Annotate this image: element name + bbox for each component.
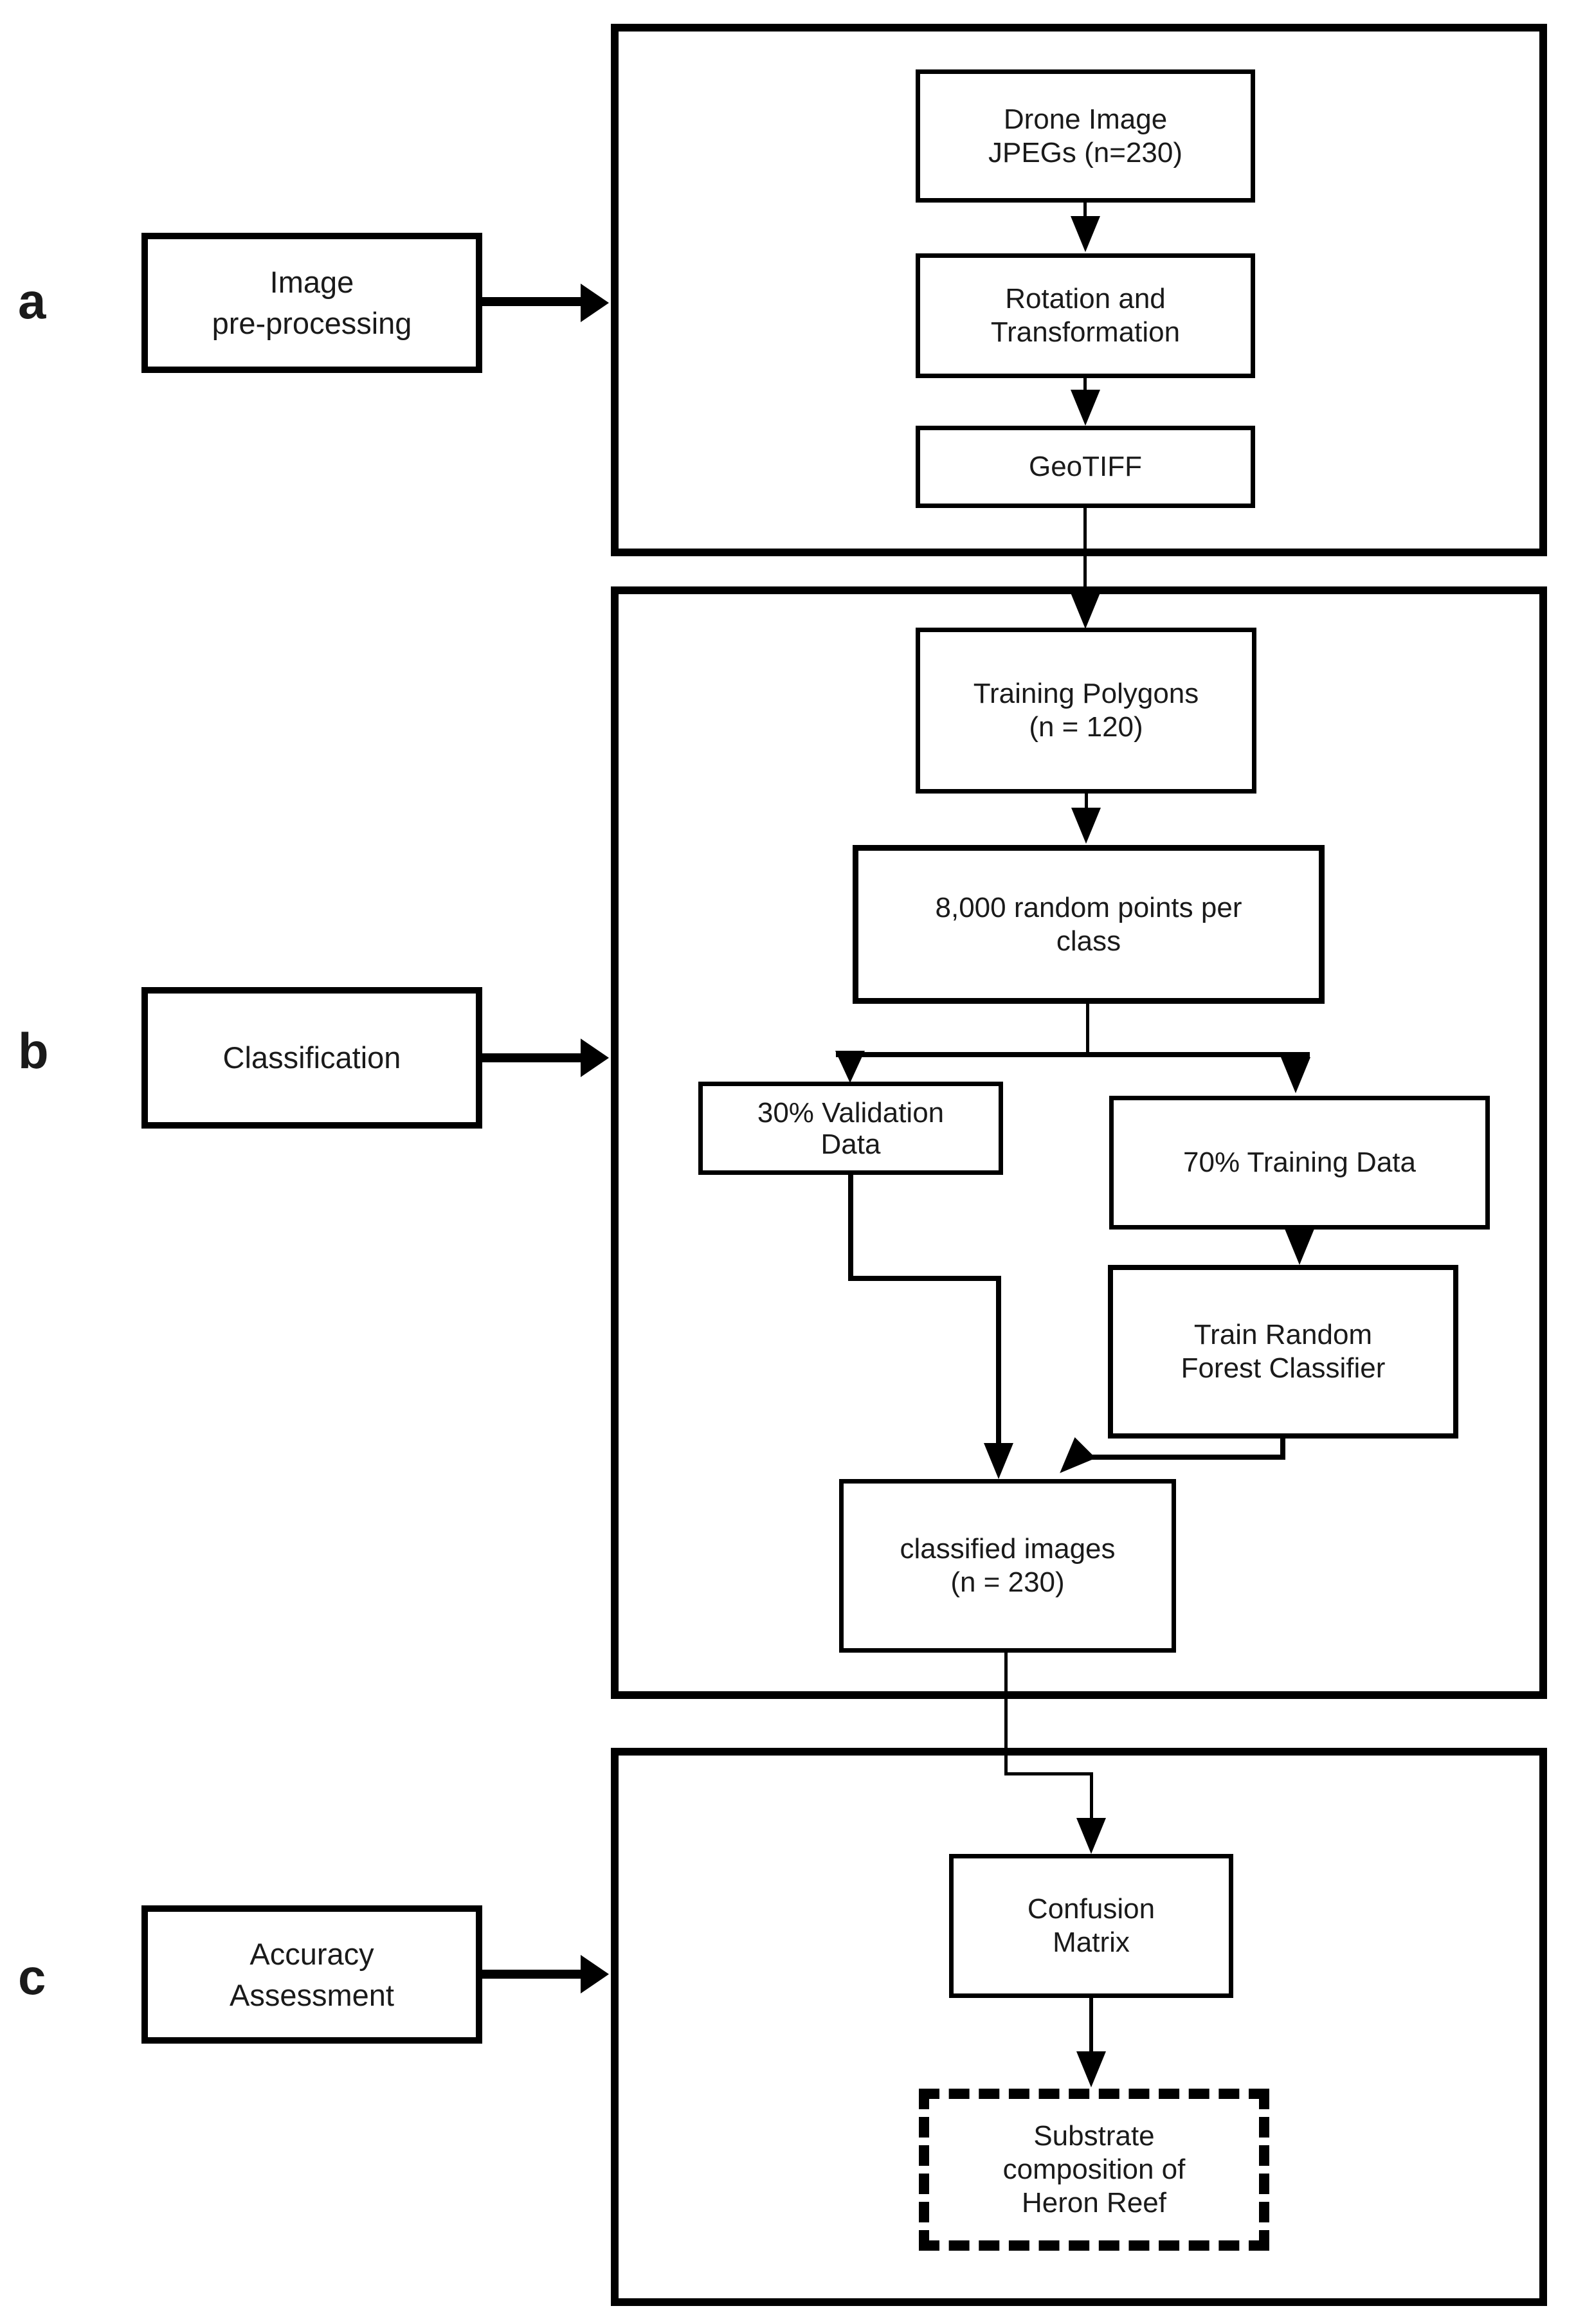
arrow-polygons-to-points-line <box>1085 794 1088 809</box>
section-label-c: c <box>18 1948 46 2005</box>
node-confusion-matrix: Confusion Matrix <box>949 1854 1233 1998</box>
rf-elbow-down-line <box>1280 1439 1285 1460</box>
validation-elbow-down2-line <box>996 1276 1001 1444</box>
node-drone-image-jpegs: Drone Image JPEGs (n=230) <box>916 69 1255 203</box>
arrow-b-line <box>482 1053 584 1062</box>
arrow-b-head-icon <box>581 1039 609 1077</box>
section-label-a: a <box>18 273 46 329</box>
classified-to-confusion-down2-line <box>1090 1772 1093 1819</box>
validation-elbow-across-line <box>848 1276 1001 1281</box>
arrow-confusion-to-substrate-line <box>1089 1998 1093 2052</box>
arrow-rotation-to-geotiff-head-icon <box>1071 390 1100 426</box>
node-image-pre-processing: Image pre-processing <box>141 233 482 373</box>
node-training-data: 70% Training Data <box>1109 1096 1490 1230</box>
node-accuracy-assessment: Accuracy Assessment <box>141 1905 482 2044</box>
arrow-confusion-to-substrate-head-icon <box>1076 2051 1106 2087</box>
classified-to-confusion-down1-line <box>1004 1653 1008 1775</box>
connector-geotiff-to-polygons-line <box>1083 508 1087 598</box>
validation-to-classified-head-icon <box>984 1443 1013 1479</box>
arrow-a-head-icon <box>581 284 609 322</box>
node-rotation-transformation: Rotation and Transformation <box>916 253 1255 378</box>
split-stem-line <box>1086 1004 1089 1055</box>
classified-to-confusion-head-icon <box>1076 1818 1106 1854</box>
node-train-rf-classifier: Train Random Forest Classifier <box>1108 1265 1458 1439</box>
node-validation-data: 30% Validation Data <box>698 1082 1003 1175</box>
node-classified-images: classified images (n = 230) <box>839 1479 1176 1653</box>
node-random-points: 8,000 random points per class <box>853 845 1325 1004</box>
split-right-head-icon <box>1281 1057 1310 1093</box>
section-label-b: b <box>18 1022 49 1079</box>
node-geotiff: GeoTIFF <box>916 426 1255 508</box>
arrow-drone-to-rotation-head-icon <box>1071 216 1100 252</box>
arrow-drone-to-rotation-line <box>1083 203 1087 222</box>
arrow-c-head-icon <box>581 1955 609 1993</box>
node-substrate-composition: Substrate composition of Heron Reef <box>919 2089 1269 2251</box>
arrow-c-line <box>482 1970 584 1979</box>
arrow-a-line <box>482 297 584 306</box>
arrow-polygons-to-points-head-icon <box>1071 808 1101 844</box>
arrow-training-to-rf-head-icon <box>1285 1229 1314 1265</box>
validation-elbow-down1-line <box>848 1175 853 1281</box>
node-classification: Classification <box>141 987 482 1129</box>
rf-elbow-across-line <box>1078 1455 1285 1460</box>
node-training-polygons: Training Polygons (n = 120) <box>916 628 1256 794</box>
split-crossbar-line <box>836 1052 1310 1057</box>
connector-geotiff-to-polygons-head-icon <box>1071 593 1100 629</box>
arrow-rotation-to-geotiff-line <box>1083 378 1087 396</box>
split-left-head-icon <box>835 1051 865 1083</box>
classified-to-confusion-across-line <box>1004 1772 1093 1775</box>
